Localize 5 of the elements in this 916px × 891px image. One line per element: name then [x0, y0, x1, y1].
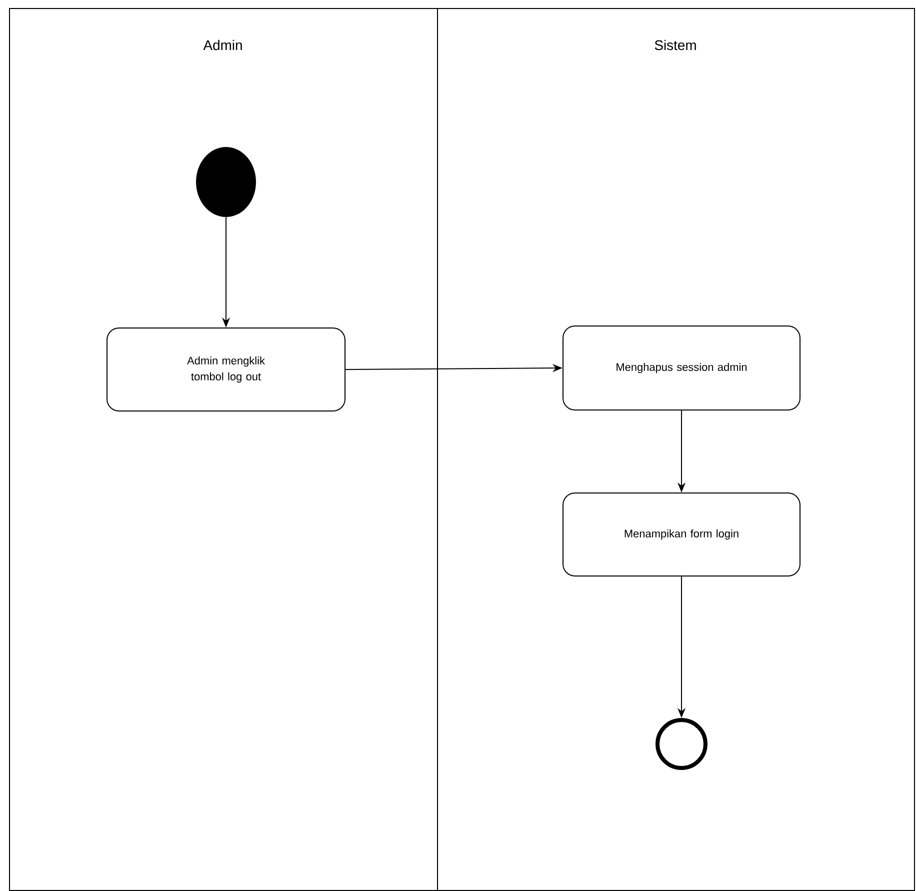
- start-node: [196, 147, 256, 217]
- end-node: [656, 718, 708, 770]
- action-box: Admin mengklik tombol log out: [106, 328, 346, 412]
- action-box: Menampikan form login: [562, 492, 800, 576]
- action-box: Menghapus session admin: [562, 326, 800, 410]
